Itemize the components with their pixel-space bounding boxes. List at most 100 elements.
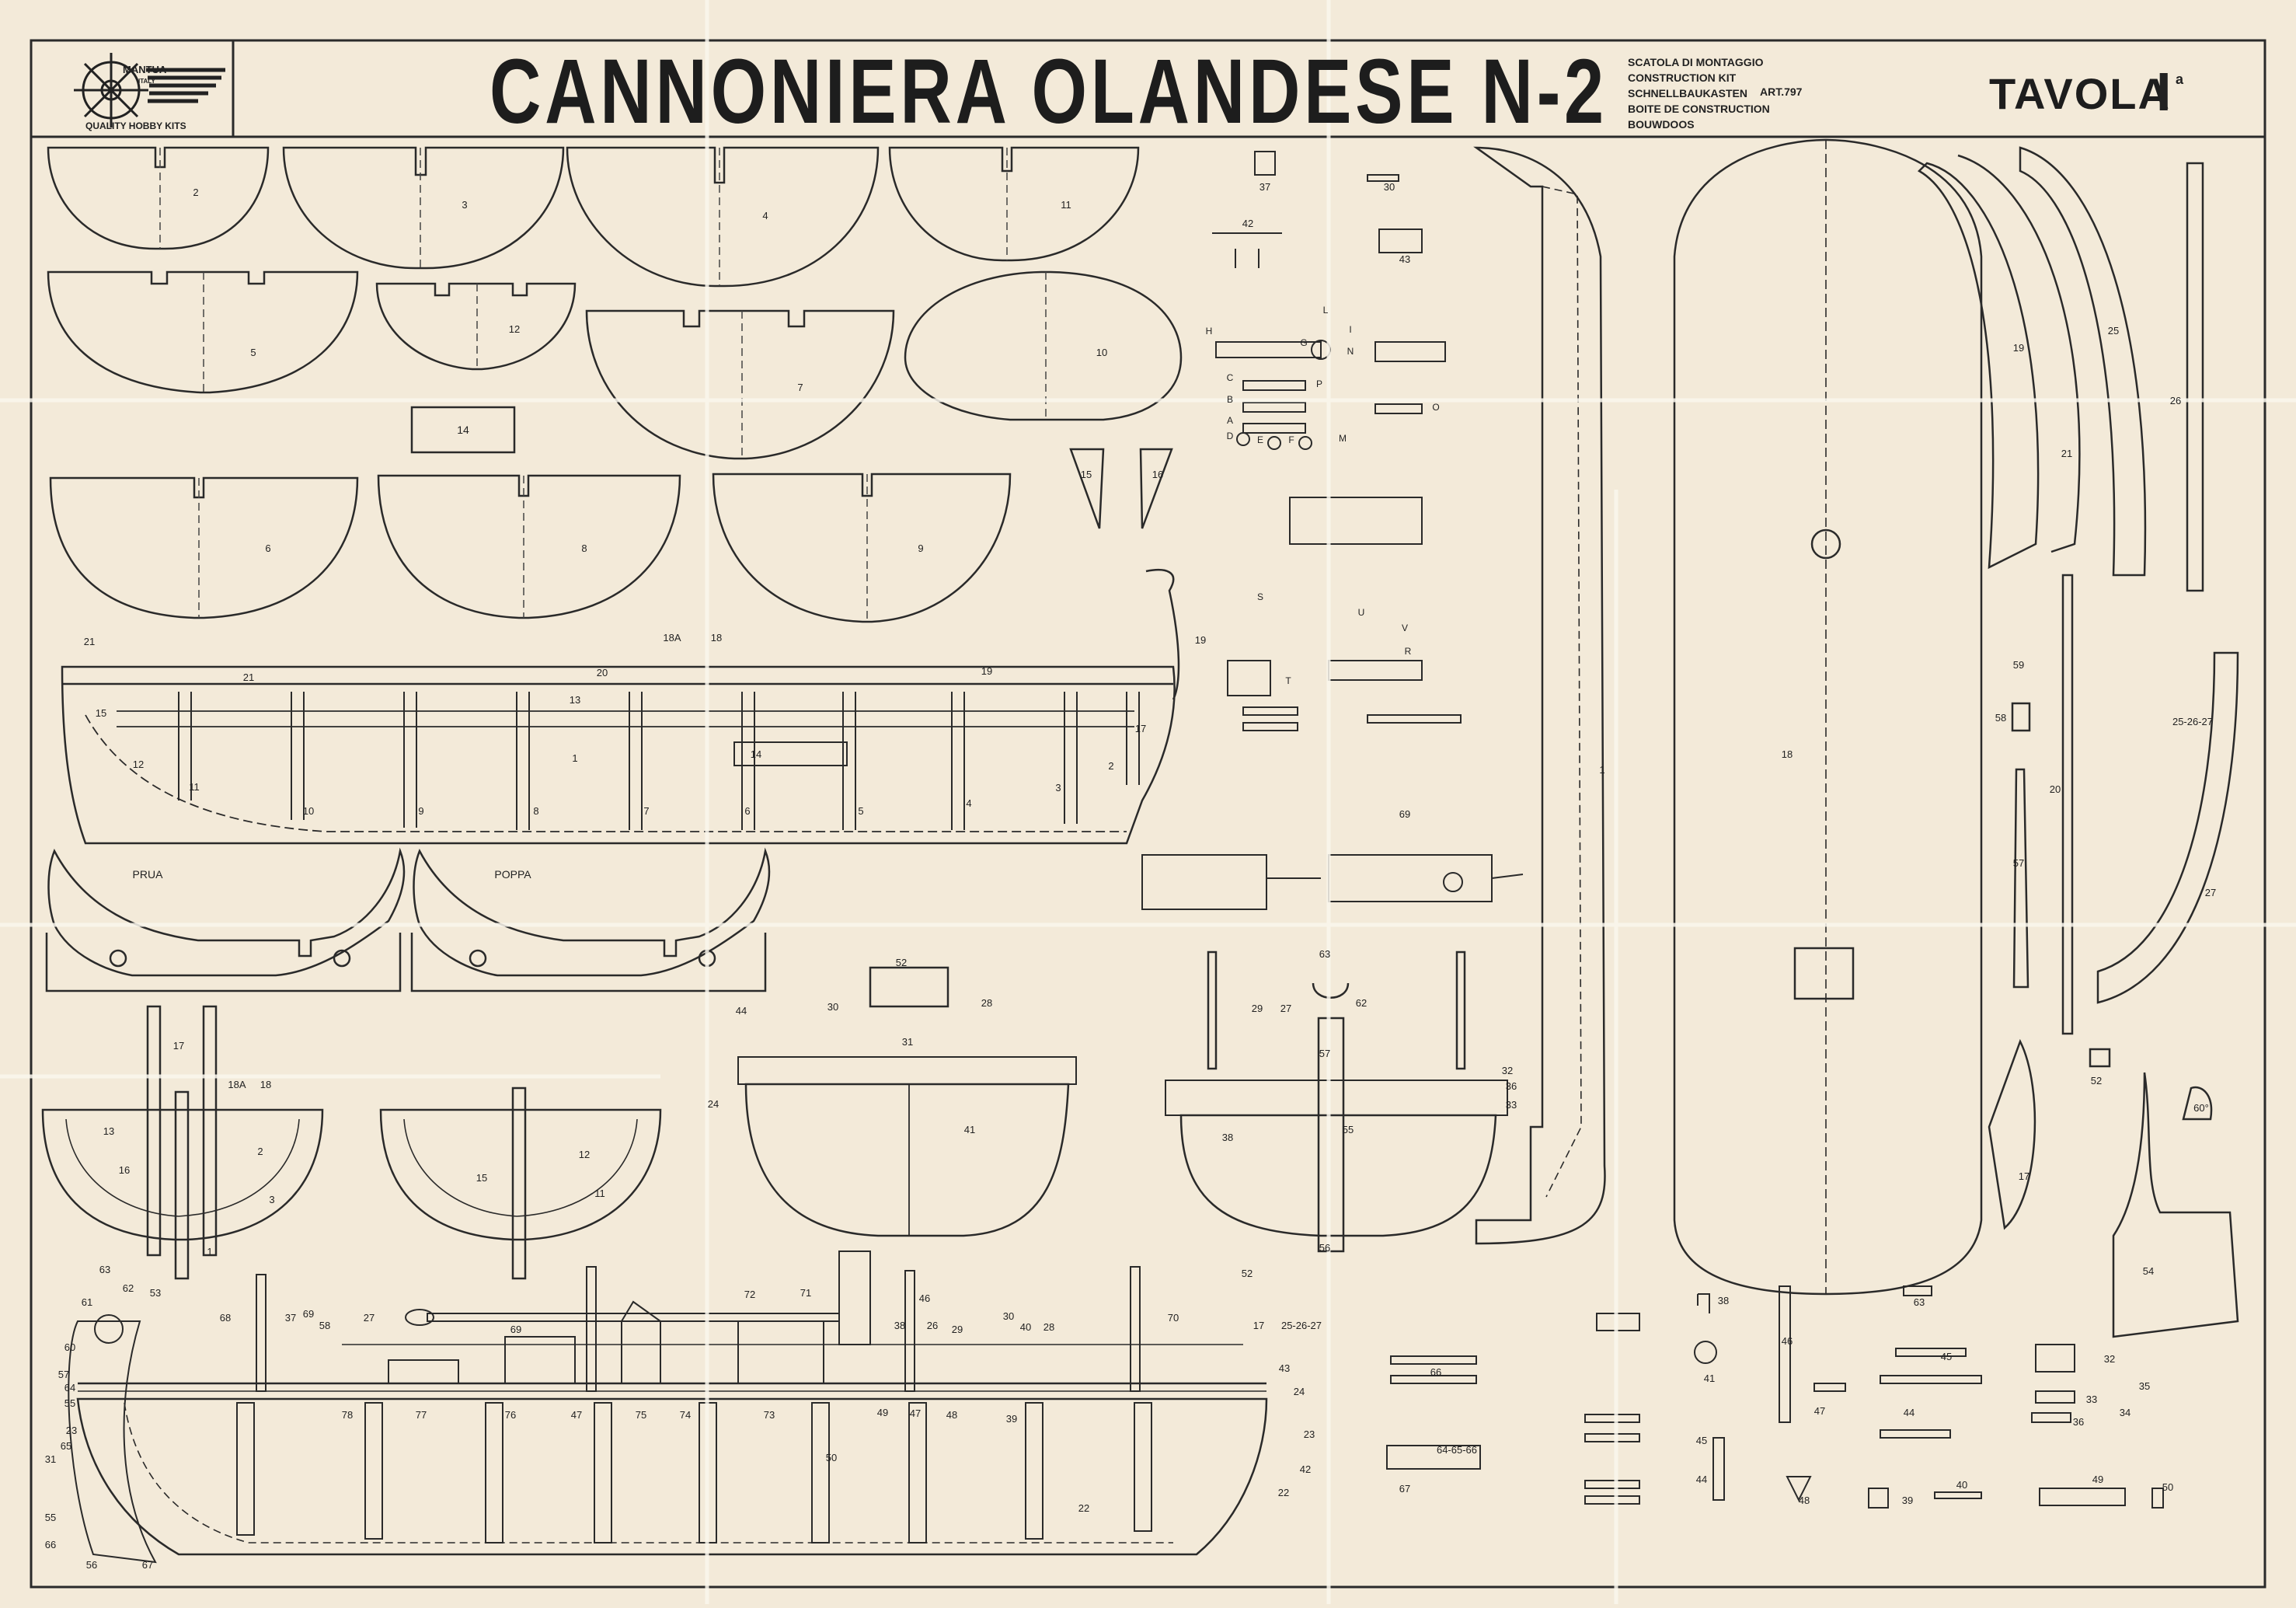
keel-label: 14 [751,748,761,760]
sheet-label: TAVOLA [1989,69,2171,118]
keel-label: 5 [858,805,863,817]
part-number-label: 32 [1502,1065,1513,1076]
profile-label: 49 [877,1407,888,1418]
profile-label: 70 [1168,1312,1179,1324]
kit-line: BOITE DE CONSTRUCTION [1628,103,1770,115]
cannon-part-letter: F [1288,434,1294,445]
profile-label: 47 [571,1409,582,1421]
part-number-label: 38 [1222,1132,1233,1143]
deck-template-18 [1673,138,1983,1296]
cross-section-label: 18 [260,1079,271,1090]
part-number-label: 31 [902,1036,913,1048]
part-number-label: 1 [1599,764,1604,776]
profile-label: 27 [364,1312,375,1324]
profile-label: 37 [285,1312,296,1324]
profile-label: 77 [416,1409,427,1421]
part-number-label: 52 [2091,1075,2102,1087]
profile-label: 63 [99,1264,110,1275]
cannon-part-letter: V [1402,623,1408,633]
frame-6 [49,476,359,619]
kit-line: SCHNELLBAUKASTEN [1628,87,1747,99]
hardware-label: 46 [1782,1335,1793,1347]
cross-section-label: 11 [594,1188,605,1199]
hardware-label: 50 [2162,1481,2173,1493]
sheet-number: I [2156,61,2172,122]
profile-label: 23 [66,1425,77,1436]
part-number-label: 28 [981,997,992,1009]
cross-section-label: 18A [228,1079,246,1090]
hardware-label: 41 [1704,1373,1715,1384]
hardware-label: 32 [2104,1353,2115,1365]
cannon-part-letter: L [1323,305,1329,316]
part-14-label: 14 [457,424,469,436]
part-number-label: 62 [1356,997,1367,1009]
part-number-label: 25-26-27 [2172,716,2213,727]
profile-label: 22 [1278,1487,1289,1498]
part-number-label: 41 [964,1124,975,1135]
keel-label: 21 [84,636,95,647]
frame-label: 9 [918,542,923,554]
hardware-label: 44 [1696,1474,1707,1485]
part-number-label: 58 [1995,712,2006,724]
part-58 [2011,702,2031,732]
poppa-template [410,847,771,992]
logo-tagline: QUALITY HOBBY KITS [85,120,186,131]
profile-label: 31 [45,1453,56,1465]
profile-label: 67 [142,1559,153,1571]
frame-label: 3 [462,199,467,211]
part-number-label: 37 [1259,181,1270,193]
profile-label: 61 [82,1296,92,1308]
keel-label: 2 [1108,760,1113,772]
page-title: CANNONIERA OLANDESE N-2 [490,40,1608,143]
cannon-part-letter: G [1300,337,1307,348]
frame-4 [566,146,880,288]
profile-label: 48 [946,1409,957,1421]
keel-label: 9 [418,805,423,817]
hardware-label: 38 [1718,1295,1729,1306]
cross-section-label: 3 [269,1194,274,1205]
profile-label: 23 [1304,1428,1315,1440]
keel-label: 11 [189,781,200,793]
cannon-part-letter: H [1206,326,1213,337]
part-number-label: 29 [1252,1003,1263,1014]
part-number-label: 21 [2061,448,2072,459]
frame-label: 6 [265,542,270,554]
cross-section-label: 16 [119,1164,130,1176]
profile-label: 42 [1300,1463,1311,1475]
logo-country: ITALY [138,78,155,85]
keel-label: 21 [243,671,254,683]
cannon-part-letter: R [1405,646,1412,657]
hardware-label: 45 [1696,1435,1707,1446]
hardware-label: 39 [1902,1495,1913,1506]
hardware-label: 40 [1956,1479,1967,1491]
frame-11 [888,146,1140,262]
sheet-number-suffix: a [2176,72,2184,87]
cross-section-label: 2 [257,1146,263,1157]
frame-2 [47,146,270,250]
keel-label: 12 [133,759,144,770]
part-number-label: 27 [2205,887,2216,898]
part-number-label: 52 [896,957,907,968]
part-number-label: 57 [1319,1048,1330,1059]
kit-line: CONSTRUCTION KIT [1628,72,1737,84]
cannon-part-letter: S [1257,591,1263,602]
part-27 [2096,651,2239,1004]
cannon-part-letter: N [1347,346,1354,357]
prua-template [45,847,406,992]
part-14 [410,406,516,454]
keel-label: 19 [1195,634,1206,646]
keel-label: 10 [303,805,314,817]
part-number-label: 24 [708,1098,719,1110]
prua-label: PRUA [133,868,164,881]
part-number-label: 57 [2013,857,2024,869]
part-number-label: 54 [2143,1265,2154,1277]
profile-label: 76 [505,1409,516,1421]
article-number: ART.797 [1760,85,1803,98]
keel-label: 7 [643,805,649,817]
hardware-label: 67 [1399,1483,1410,1495]
profile-label: 71 [800,1287,811,1299]
side-profile [76,1382,1268,1556]
part-number-label: 69 [1399,808,1410,820]
cannon-part-letter: T [1285,675,1291,686]
